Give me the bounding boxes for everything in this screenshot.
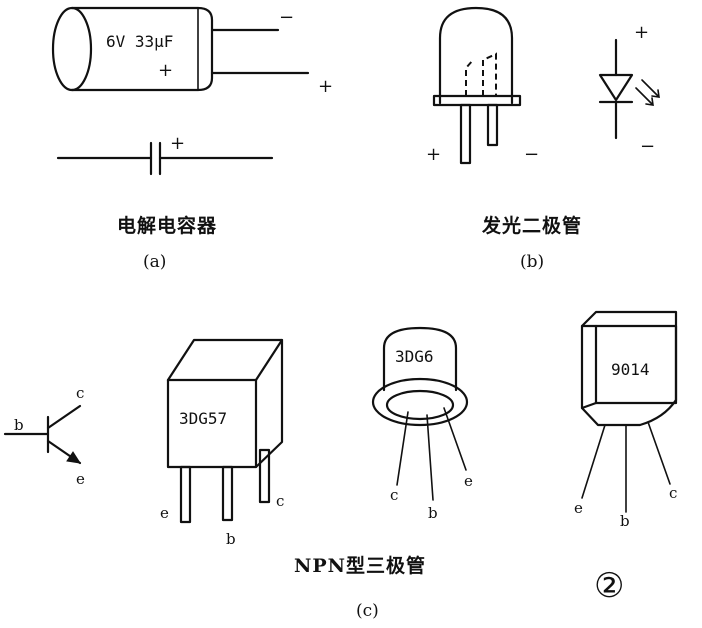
box-pin-c: c bbox=[276, 492, 284, 510]
npn-symbol bbox=[3, 404, 82, 465]
led-minus-mark: − bbox=[524, 144, 539, 165]
led-caption: 发光二极管 bbox=[481, 214, 582, 237]
to92-pin-c: c bbox=[669, 484, 677, 502]
capacitor-plus-mark: + bbox=[318, 76, 333, 97]
led-symbol bbox=[598, 38, 660, 140]
transistor-caption: NPN型三极管 bbox=[294, 554, 426, 577]
symbol-pin-e: e bbox=[76, 470, 85, 488]
symbol-pin-c: c bbox=[76, 384, 84, 402]
can-pin-b: b bbox=[428, 504, 438, 522]
capacitor-body-label: 6V 33μF bbox=[106, 32, 173, 51]
electrolytic-capacitor: 6V 33μF + − + + 电解电容器 (a) bbox=[51, 6, 333, 272]
box-front-face bbox=[166, 378, 258, 469]
led-inner-lead-1 bbox=[465, 59, 474, 96]
led-symbol-plus: + bbox=[634, 22, 649, 43]
led-lead-short bbox=[486, 103, 499, 147]
box-lead-e bbox=[179, 465, 192, 524]
can-body bbox=[382, 326, 458, 392]
led-lead-long bbox=[459, 103, 472, 165]
can-lead-e bbox=[443, 407, 467, 471]
capacitor-body-plus: + bbox=[158, 60, 173, 81]
transistor-box-package: 3DG57 bbox=[166, 338, 284, 524]
capacitor-caption: 电解电容器 bbox=[117, 214, 217, 237]
led-plus-mark: + bbox=[426, 144, 441, 165]
led-inner-lead-2 bbox=[482, 52, 497, 96]
box-lead-b bbox=[221, 465, 234, 522]
can-flange-outer bbox=[371, 377, 469, 427]
to92-pin-b: b bbox=[620, 512, 630, 530]
can-pin-c: c bbox=[390, 486, 398, 504]
emitter-arrow bbox=[66, 451, 82, 464]
transistor-can-package: 3DG6 bbox=[371, 326, 469, 501]
capacitor-sub-label: (a) bbox=[143, 252, 166, 272]
symbol-pin-b: b bbox=[14, 416, 24, 434]
to92-pin-e: e bbox=[574, 499, 583, 517]
capacitor-symbol-plus: + bbox=[170, 133, 185, 154]
transistor-to92-package: 9014 bbox=[580, 310, 678, 513]
capacitor-end-cap bbox=[51, 6, 93, 92]
led-flange bbox=[432, 94, 522, 107]
led-symbol-minus: − bbox=[640, 136, 655, 157]
can-lead-b bbox=[426, 414, 434, 501]
box-pin-e: e bbox=[160, 504, 169, 522]
can-label: 3DG6 bbox=[395, 347, 434, 366]
figure-number: ② bbox=[594, 566, 624, 606]
can-pin-e: e bbox=[464, 472, 473, 490]
led-sub-label: (b) bbox=[520, 252, 544, 272]
can-flange-inner bbox=[385, 389, 455, 421]
capacitor-body bbox=[70, 6, 214, 92]
led: + − + − 发光二极管 (b) bbox=[426, 6, 660, 272]
capacitor-minus-mark: − bbox=[279, 7, 294, 28]
led-dome bbox=[438, 6, 514, 105]
to92-lead-c bbox=[647, 421, 671, 485]
box-lead-c bbox=[258, 448, 271, 504]
box-pin-b: b bbox=[226, 530, 236, 548]
to92-label: 9014 bbox=[611, 360, 650, 379]
box-label: 3DG57 bbox=[179, 409, 227, 428]
can-lead-c bbox=[396, 411, 409, 486]
to92-lead-e bbox=[581, 424, 606, 499]
capacitor-symbol bbox=[56, 141, 274, 176]
box-back-edges bbox=[166, 338, 284, 469]
transistor-sub-label: (c) bbox=[356, 601, 379, 621]
to92-flat-face bbox=[594, 324, 678, 405]
